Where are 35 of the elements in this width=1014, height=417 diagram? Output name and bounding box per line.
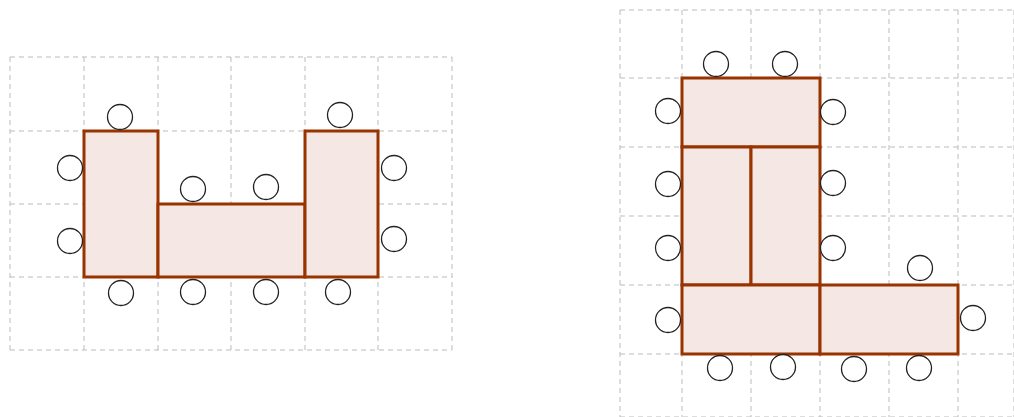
- seat-circle: [380, 154, 408, 182]
- seat-circle: [906, 254, 934, 282]
- seat-circle: [771, 50, 799, 78]
- seat-circle: [56, 154, 84, 182]
- seat-circle: [326, 101, 354, 129]
- seat-circle: [840, 355, 868, 383]
- seat-circle: [179, 175, 207, 203]
- table-rectangle: [680, 283, 822, 356]
- seat-circle: [106, 103, 134, 131]
- table-rectangle: [156, 202, 307, 279]
- table-rectangle: [680, 76, 822, 149]
- seat-circle: [252, 278, 280, 306]
- table-rectangle: [303, 129, 380, 279]
- seat-circle: [380, 225, 408, 253]
- seat-circle: [905, 354, 933, 382]
- table-rectangle: [680, 145, 753, 287]
- table-rectangle: [818, 283, 960, 356]
- seat-circle: [179, 278, 207, 306]
- seat-circle: [959, 304, 987, 332]
- seat-circle: [324, 278, 352, 306]
- seat-circle: [702, 50, 730, 78]
- table-rectangle: [82, 129, 160, 279]
- seat-circle: [706, 354, 734, 382]
- seat-circle: [654, 97, 682, 125]
- seat-circle: [654, 170, 682, 198]
- seat-circle: [654, 306, 682, 334]
- seat-circle: [252, 173, 280, 201]
- table-rectangle: [749, 145, 822, 287]
- seat-circle: [56, 227, 84, 255]
- seat-circle: [819, 234, 847, 262]
- seat-circle: [107, 279, 135, 307]
- seat-circle: [769, 353, 797, 381]
- seat-circle: [654, 234, 682, 262]
- seat-circle: [819, 169, 847, 197]
- seat-circle: [819, 98, 847, 126]
